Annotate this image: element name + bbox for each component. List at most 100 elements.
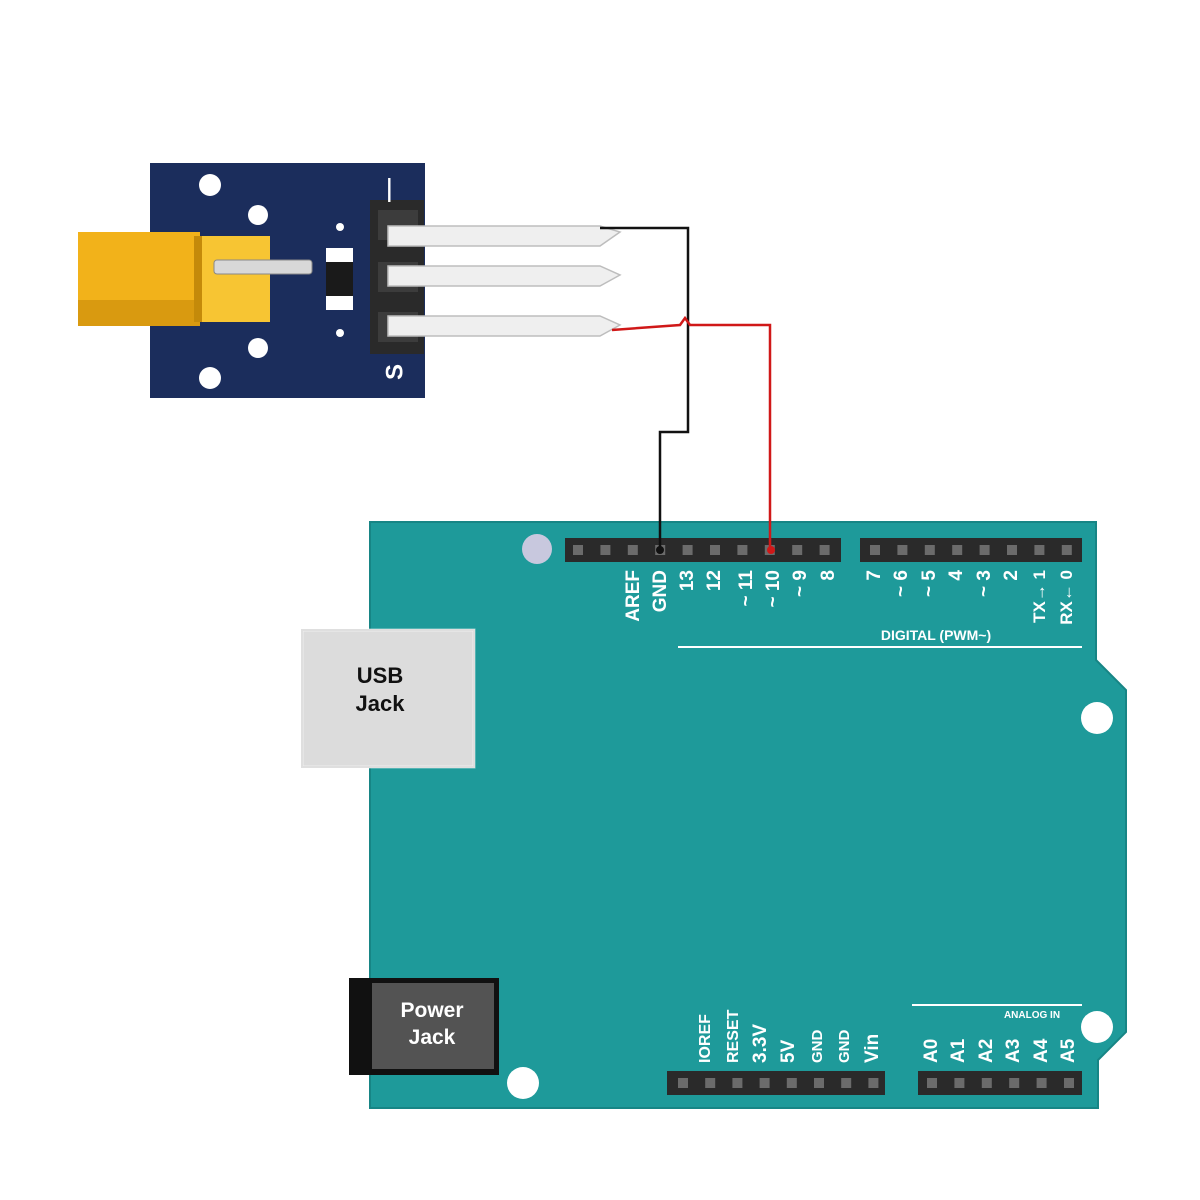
pin-label-reset: RESET bbox=[725, 1009, 742, 1063]
header-pin-socket bbox=[979, 545, 990, 555]
header-pin-socket bbox=[1064, 1078, 1074, 1088]
wire-signal bbox=[611, 315, 772, 550]
header-pin-socket bbox=[819, 545, 830, 555]
power-jack: Power Jack bbox=[349, 978, 499, 1075]
header-pin-socket bbox=[1009, 1078, 1020, 1088]
analog-caption: ANALOG IN bbox=[1004, 1010, 1060, 1021]
pin-label-5: ~ 5 bbox=[919, 570, 940, 597]
header-pin-socket bbox=[737, 545, 748, 555]
pin-label-a1: A1 bbox=[948, 1038, 969, 1063]
header-pin-socket bbox=[814, 1078, 824, 1088]
module-pin-vcc bbox=[387, 265, 622, 287]
arduino-board: USB Jack Power Jack DIGITAL (PWM~) ANALO… bbox=[300, 521, 1127, 1109]
laser-lead bbox=[213, 259, 313, 275]
header-pin-socket bbox=[954, 1078, 965, 1088]
pin-label-a5: A5 bbox=[1058, 1038, 1079, 1063]
pin-label-vin: Vin bbox=[862, 1034, 883, 1063]
header-pin-socket bbox=[1034, 545, 1045, 555]
header-pin-socket bbox=[792, 545, 803, 555]
module-signal-label: S bbox=[381, 364, 408, 380]
header-pin-socket bbox=[600, 545, 611, 555]
header-pin-socket bbox=[786, 1078, 797, 1088]
pin-label-gnd-1: GND bbox=[809, 1030, 826, 1064]
pin-label-5v: 5V bbox=[778, 1039, 799, 1063]
laser-module: — S bbox=[78, 163, 622, 398]
pin-label-ioref: IOREF bbox=[697, 1014, 714, 1063]
pin-label-3v3: 3.3V bbox=[750, 1024, 771, 1063]
header-pin-socket bbox=[924, 545, 935, 555]
header-pin-socket bbox=[759, 1078, 770, 1088]
header-pin-socket bbox=[952, 545, 963, 555]
header-pin-socket bbox=[573, 545, 583, 555]
wire-gnd bbox=[600, 226, 690, 550]
usb-label-line1: USB bbox=[357, 663, 403, 688]
pin-label-9: ~ 9 bbox=[790, 570, 811, 597]
header-pin-socket bbox=[705, 1078, 716, 1088]
header-pins bbox=[573, 545, 1074, 1088]
wire-gnd-endpoint bbox=[656, 546, 664, 554]
pin-label-11: ~ 11 bbox=[736, 570, 757, 607]
module-pin-signal bbox=[387, 315, 622, 337]
pin-label-7: 7 bbox=[864, 570, 885, 581]
top-left-pin-labels: AREF GND 13 12 ~ 11 ~ 10 ~ 9 8 bbox=[623, 570, 839, 622]
pin-label-0: RX← 0 bbox=[1057, 570, 1076, 625]
pin-label-gnd: GND bbox=[650, 570, 671, 612]
laser-diode-collar bbox=[200, 236, 270, 322]
pin-label-4: 4 bbox=[946, 570, 967, 581]
pin-label-6: ~ 6 bbox=[891, 570, 912, 597]
via bbox=[336, 223, 344, 231]
pin-label-10: ~ 10 bbox=[763, 570, 784, 608]
mounting-hole bbox=[248, 338, 268, 358]
pin-label-8: 8 bbox=[818, 570, 839, 581]
usb-label-line2: Jack bbox=[356, 691, 406, 716]
wires bbox=[600, 226, 775, 554]
header-pin-socket bbox=[1036, 1078, 1047, 1088]
pin-label-a4: A4 bbox=[1031, 1038, 1052, 1063]
header-pin-socket bbox=[1007, 545, 1017, 555]
laser-diode-notch bbox=[194, 236, 202, 322]
analog-pin-labels: A0 A1 A2 A3 A4 A5 bbox=[921, 1038, 1079, 1063]
via bbox=[336, 329, 344, 337]
header-pin-socket bbox=[897, 545, 908, 555]
header-pin-socket bbox=[678, 1078, 688, 1088]
pin-label-gnd-2: GND bbox=[836, 1030, 853, 1064]
board-hole bbox=[1081, 702, 1113, 734]
header-pin-socket bbox=[1061, 545, 1072, 555]
header-analog bbox=[918, 1071, 1082, 1095]
header-power bbox=[667, 1071, 885, 1095]
wire-signal-endpoint bbox=[767, 546, 775, 554]
digital-caption: DIGITAL (PWM~) bbox=[881, 627, 991, 643]
mounting-hole bbox=[248, 205, 268, 225]
power-label-line2: Jack bbox=[409, 1026, 456, 1049]
header-pin-socket bbox=[627, 545, 638, 555]
laser-diode-body-shade bbox=[78, 300, 200, 326]
pin-label-a0: A0 bbox=[921, 1039, 942, 1063]
header-pin-socket bbox=[732, 1078, 743, 1088]
pin-label-3: ~ 3 bbox=[974, 570, 995, 597]
board-hole bbox=[507, 1067, 539, 1099]
power-pin-labels: IOREF RESET 3.3V 5V GND GND Vin bbox=[697, 1009, 883, 1063]
header-pin-socket bbox=[870, 545, 880, 555]
header-pin-socket bbox=[682, 545, 693, 555]
pin-label-a2: A2 bbox=[976, 1039, 997, 1063]
header-top-right bbox=[860, 538, 1082, 562]
header-pin-socket bbox=[841, 1078, 852, 1088]
pin-label-aref: AREF bbox=[623, 570, 644, 622]
smd-resistor-body bbox=[326, 262, 353, 296]
top-right-pin-labels: 7 ~ 6 ~ 5 4 ~ 3 2 TX→ 1 RX← 0 bbox=[864, 570, 1076, 625]
board-hole bbox=[1081, 1011, 1113, 1043]
pin-label-12: 12 bbox=[704, 570, 725, 591]
pin-label-1: TX→ 1 bbox=[1030, 570, 1049, 623]
usb-jack: USB Jack bbox=[300, 628, 476, 769]
header-pin-socket bbox=[710, 545, 720, 555]
module-pin-gnd bbox=[387, 225, 622, 247]
board-pcb bbox=[369, 521, 1127, 1109]
mounting-hole bbox=[199, 367, 221, 389]
mounting-hole bbox=[199, 174, 221, 196]
pin-label-a3: A3 bbox=[1003, 1039, 1024, 1063]
board-hole bbox=[522, 534, 552, 564]
header-pin-socket bbox=[927, 1078, 937, 1088]
module-minus-label: — bbox=[375, 178, 402, 202]
power-label-line1: Power bbox=[400, 999, 463, 1022]
